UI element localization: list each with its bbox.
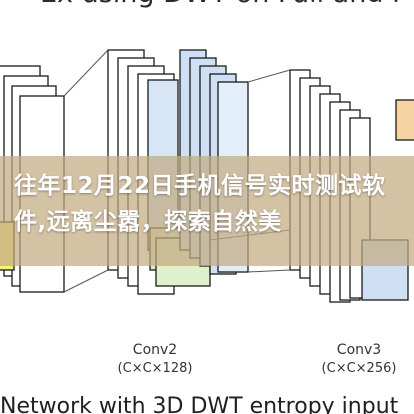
figure-bottom-caption: Network with 3D DWT entropy input <box>0 394 399 414</box>
conv3-dims: (C×C×256) <box>321 361 397 376</box>
rhs-orange-patch <box>395 99 414 141</box>
proj-line-1 <box>63 49 109 97</box>
proj-line-4 <box>247 269 291 273</box>
conv2-label: Conv2 <box>132 342 178 358</box>
proj-line-2 <box>63 269 109 293</box>
proj-line-3 <box>247 69 291 83</box>
headline-text[interactable]: 往年12月22日手机信号实时测试软件,远离尘嚣，探索自然美 <box>14 173 386 235</box>
conv2-dims: (C×C×128) <box>117 361 193 376</box>
headline-banner <box>0 156 414 266</box>
figure-top-caption: Ex using DWT on Full and Reduced <box>40 0 400 9</box>
conv3-label: Conv3 <box>336 342 382 358</box>
